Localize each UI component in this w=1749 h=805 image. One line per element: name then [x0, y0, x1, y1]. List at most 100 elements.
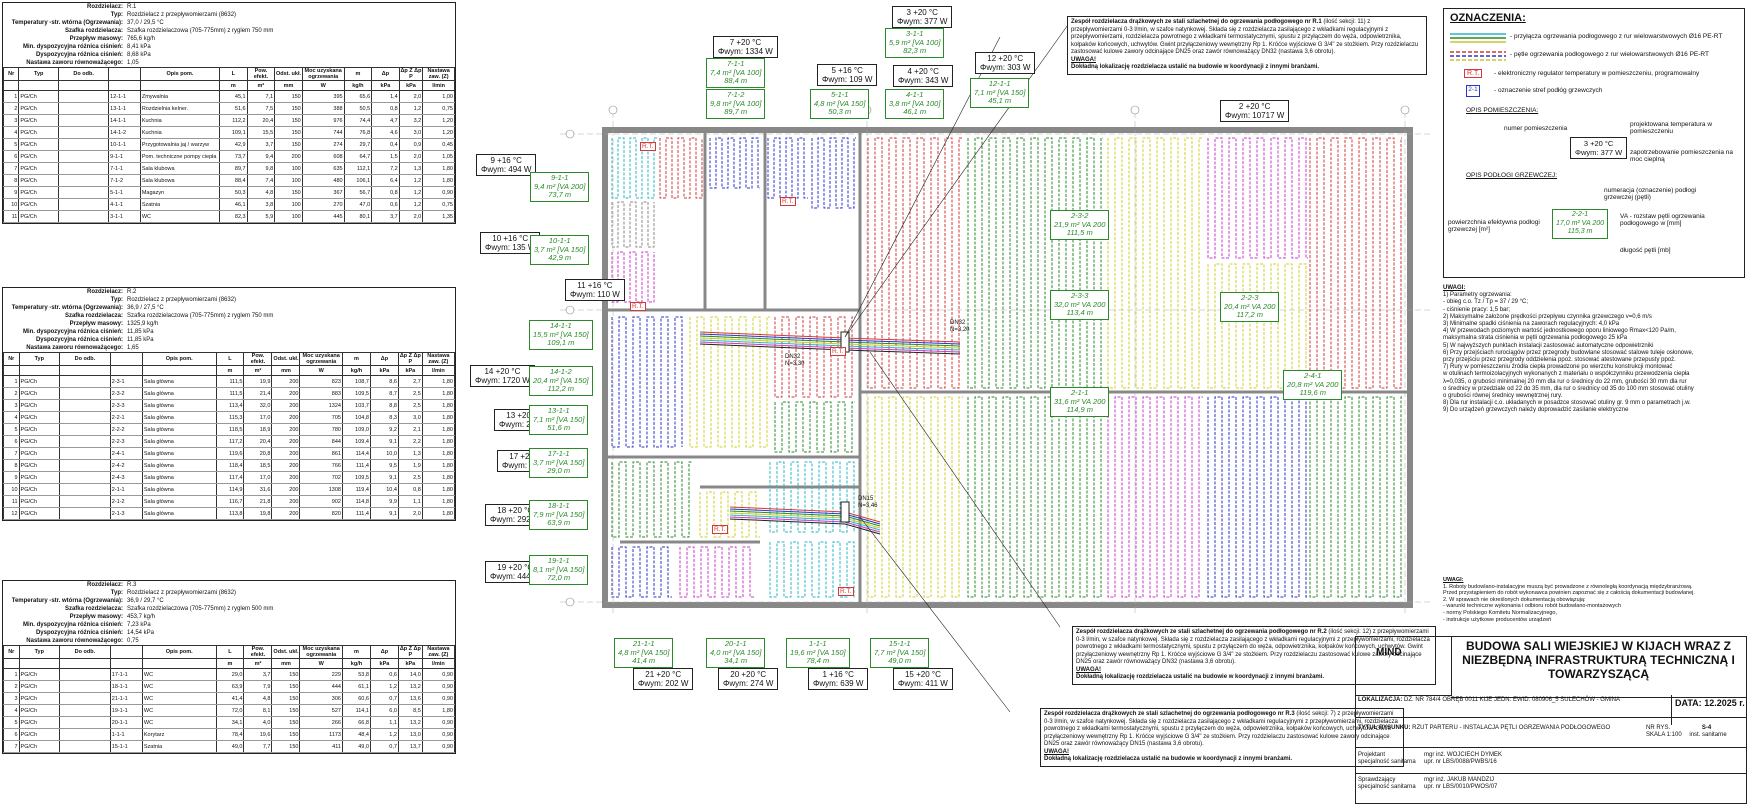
param-value: 0,75	[127, 638, 139, 644]
leader-line	[859, 516, 1011, 713]
table-cell: Sala główna	[141, 483, 217, 496]
room-demand: Φwym: 377 W	[897, 17, 948, 26]
table-cell: 20,8	[243, 447, 273, 460]
column-unit: kPa	[371, 80, 400, 91]
loop-tag-line: 42,9 m	[548, 253, 572, 262]
room-temp: 19 +20 °C	[497, 563, 534, 572]
table-cell: Kuchnia	[139, 114, 221, 127]
axis-bubble	[565, 129, 575, 139]
table-cell: PG/Ch	[18, 471, 60, 484]
table-cell: 3-1-1	[108, 210, 141, 223]
param-value: R.1	[127, 4, 137, 10]
table-cell: 6	[2, 150, 20, 163]
param-value: 37,0 / 29,5 °C	[127, 20, 164, 26]
table-cell: 1,80	[421, 495, 456, 508]
room-temp: 7 +20 °C	[729, 38, 762, 47]
table-cell: 111,4	[341, 459, 371, 472]
table-cell: 150	[274, 138, 303, 151]
loop-2-1-3	[1107, 396, 1203, 598]
loop-tag-line: 17-1-1	[547, 449, 570, 458]
table-cell: 150	[274, 90, 303, 103]
table-cell: Korytarz	[141, 728, 217, 741]
table-cell: 200	[271, 447, 301, 460]
column-unit	[2, 80, 20, 91]
table-cell: 702	[299, 471, 343, 484]
table-cell	[58, 138, 110, 151]
remarks-line: 9) Do urządzeń grzewczych należy doprowa…	[1443, 407, 1629, 414]
table-cell: PG/Ch	[18, 411, 60, 424]
pipe-size-label: N=3,46	[858, 503, 878, 509]
remarks-title: UWAGI:	[1443, 285, 1466, 291]
table-cell: 1,80	[422, 162, 455, 175]
table-cell: 8	[3, 459, 20, 472]
loop-7-1-1	[774, 316, 855, 398]
table-cell: 2-2-3	[109, 435, 143, 448]
table-cell: 42,9	[219, 138, 248, 151]
table-cell: 13,7	[397, 740, 423, 753]
loop-tag-line: 45,1 m	[988, 96, 1012, 105]
param-value: 1,05	[127, 60, 139, 66]
table-cell: 0,8	[371, 186, 400, 199]
column-header	[109, 352, 143, 366]
table-cell	[58, 447, 111, 460]
table-cell: 902	[299, 495, 343, 508]
column-unit: m	[219, 80, 248, 91]
table-cell: 11	[3, 495, 20, 508]
table-cell	[58, 150, 110, 163]
column-unit	[141, 365, 217, 376]
loop-tag-line: 109,1 m	[547, 338, 575, 347]
table-cell: PG/Ch	[18, 162, 60, 175]
column-unit	[58, 365, 111, 376]
room-temp: 17 +20 °C	[509, 452, 546, 461]
table-cell	[58, 174, 110, 187]
table-cell: PG/Ch	[18, 399, 60, 412]
loop-tag-line: 31,6 m² VA 200	[1054, 396, 1106, 406]
table-cell: 7,5	[246, 102, 276, 115]
distributor-param: Rozdzielacz:R.3	[3, 581, 455, 589]
param-value: Szafka rozdzielaczowa (705-775mm) z rygl…	[127, 606, 274, 612]
loop-12-1-1	[611, 137, 657, 199]
column-unit	[108, 80, 141, 91]
column-unit: kPa	[397, 365, 423, 376]
param-label: Temperatury -str. wtórna (Ogrzewania):	[11, 20, 123, 26]
table-cell: 19,9	[243, 375, 273, 388]
checker-license: upr. nr LBS/0010/PWOS/07	[1424, 784, 1498, 790]
table-cell	[58, 423, 111, 436]
table-cell: Sala główna	[141, 375, 217, 388]
remarks-line: 1) Parametry ogrzewania:	[1443, 292, 1512, 299]
table-cell: 2-4-3	[109, 471, 143, 484]
table-cell: 64,7	[343, 150, 373, 163]
table-cell: 10-1-1	[108, 138, 141, 151]
distributor-param: Dyspozycyjna różnica ciśnień:14,54 kPa	[3, 629, 455, 637]
table-cell: 2-4-1	[109, 447, 143, 460]
table-cell: 109,5	[341, 471, 371, 484]
room-demand: Φwym: 10717 W	[1225, 111, 1285, 120]
column-header: Nr	[2, 67, 20, 81]
table-cell: 10,0	[369, 447, 399, 460]
column-header: Δp Z Δp P	[397, 645, 423, 659]
column-header: Typ	[18, 67, 60, 81]
column-header	[108, 67, 141, 81]
table-cell: PG/Ch	[18, 507, 60, 520]
table-cell: 1,80	[421, 447, 456, 460]
column-unit: mm	[274, 80, 303, 91]
table-cell: PG/Ch	[18, 692, 60, 705]
column-header: Typ	[18, 645, 60, 659]
loop-tag-line: 21-1-1	[632, 639, 655, 648]
table-cell: 0,8	[371, 102, 400, 115]
table-cell: 5	[3, 716, 20, 729]
column-unit	[3, 365, 20, 376]
location-label: LOKALIZACJA:	[1358, 697, 1403, 703]
table-cell: 9-1-1	[108, 150, 141, 163]
table-cell	[58, 507, 111, 520]
table-cell: 80,1	[343, 210, 373, 223]
table-cell: 7	[3, 740, 20, 753]
table-cell: PG/Ch	[18, 728, 60, 741]
table-cell: 14,0	[397, 668, 423, 681]
legend-item-supply: - przyłącza ogrzewania podłogowego z rur…	[1510, 33, 1723, 40]
